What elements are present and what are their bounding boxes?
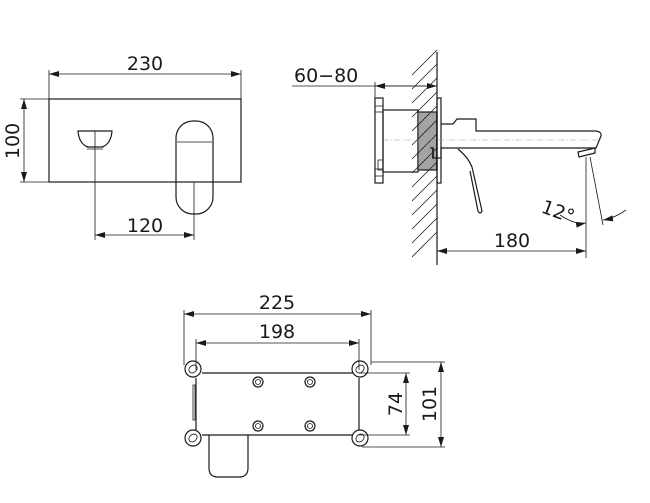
screw-hole — [252, 376, 264, 388]
dim-label-12deg: 12° — [538, 196, 577, 228]
dim-label-74: 74 — [385, 392, 407, 416]
wall-plate — [48, 98, 242, 183]
box-body — [195, 372, 360, 436]
mounting-ear — [351, 429, 369, 447]
mounting-ear — [351, 360, 369, 378]
spout-outlet — [577, 147, 596, 158]
dim-label-198: 198 — [259, 321, 295, 343]
box-outlet — [208, 435, 249, 478]
screw-hole — [304, 420, 316, 432]
dim-label-100: 100 — [2, 123, 24, 159]
dim-label-225: 225 — [259, 292, 295, 314]
mounting-ear — [184, 429, 202, 447]
spout — [430, 118, 602, 159]
dim-label-120: 120 — [127, 215, 163, 237]
rough-in-box-view: 225 198 74 101 — [183, 292, 445, 478]
side-view: 60−80 180 12° — [292, 49, 627, 265]
lever — [457, 148, 483, 214]
handle — [175, 120, 214, 215]
dim-label-180: 180 — [494, 230, 530, 252]
mounting-ear — [184, 360, 202, 378]
screw-hole — [252, 420, 264, 432]
front-view: 230 100 120 — [2, 53, 242, 240]
dim-label-101: 101 — [419, 386, 441, 422]
dim-label-230: 230 — [127, 53, 163, 75]
dim-label-60-80: 60−80 — [294, 65, 358, 87]
screw-hole — [304, 376, 316, 388]
